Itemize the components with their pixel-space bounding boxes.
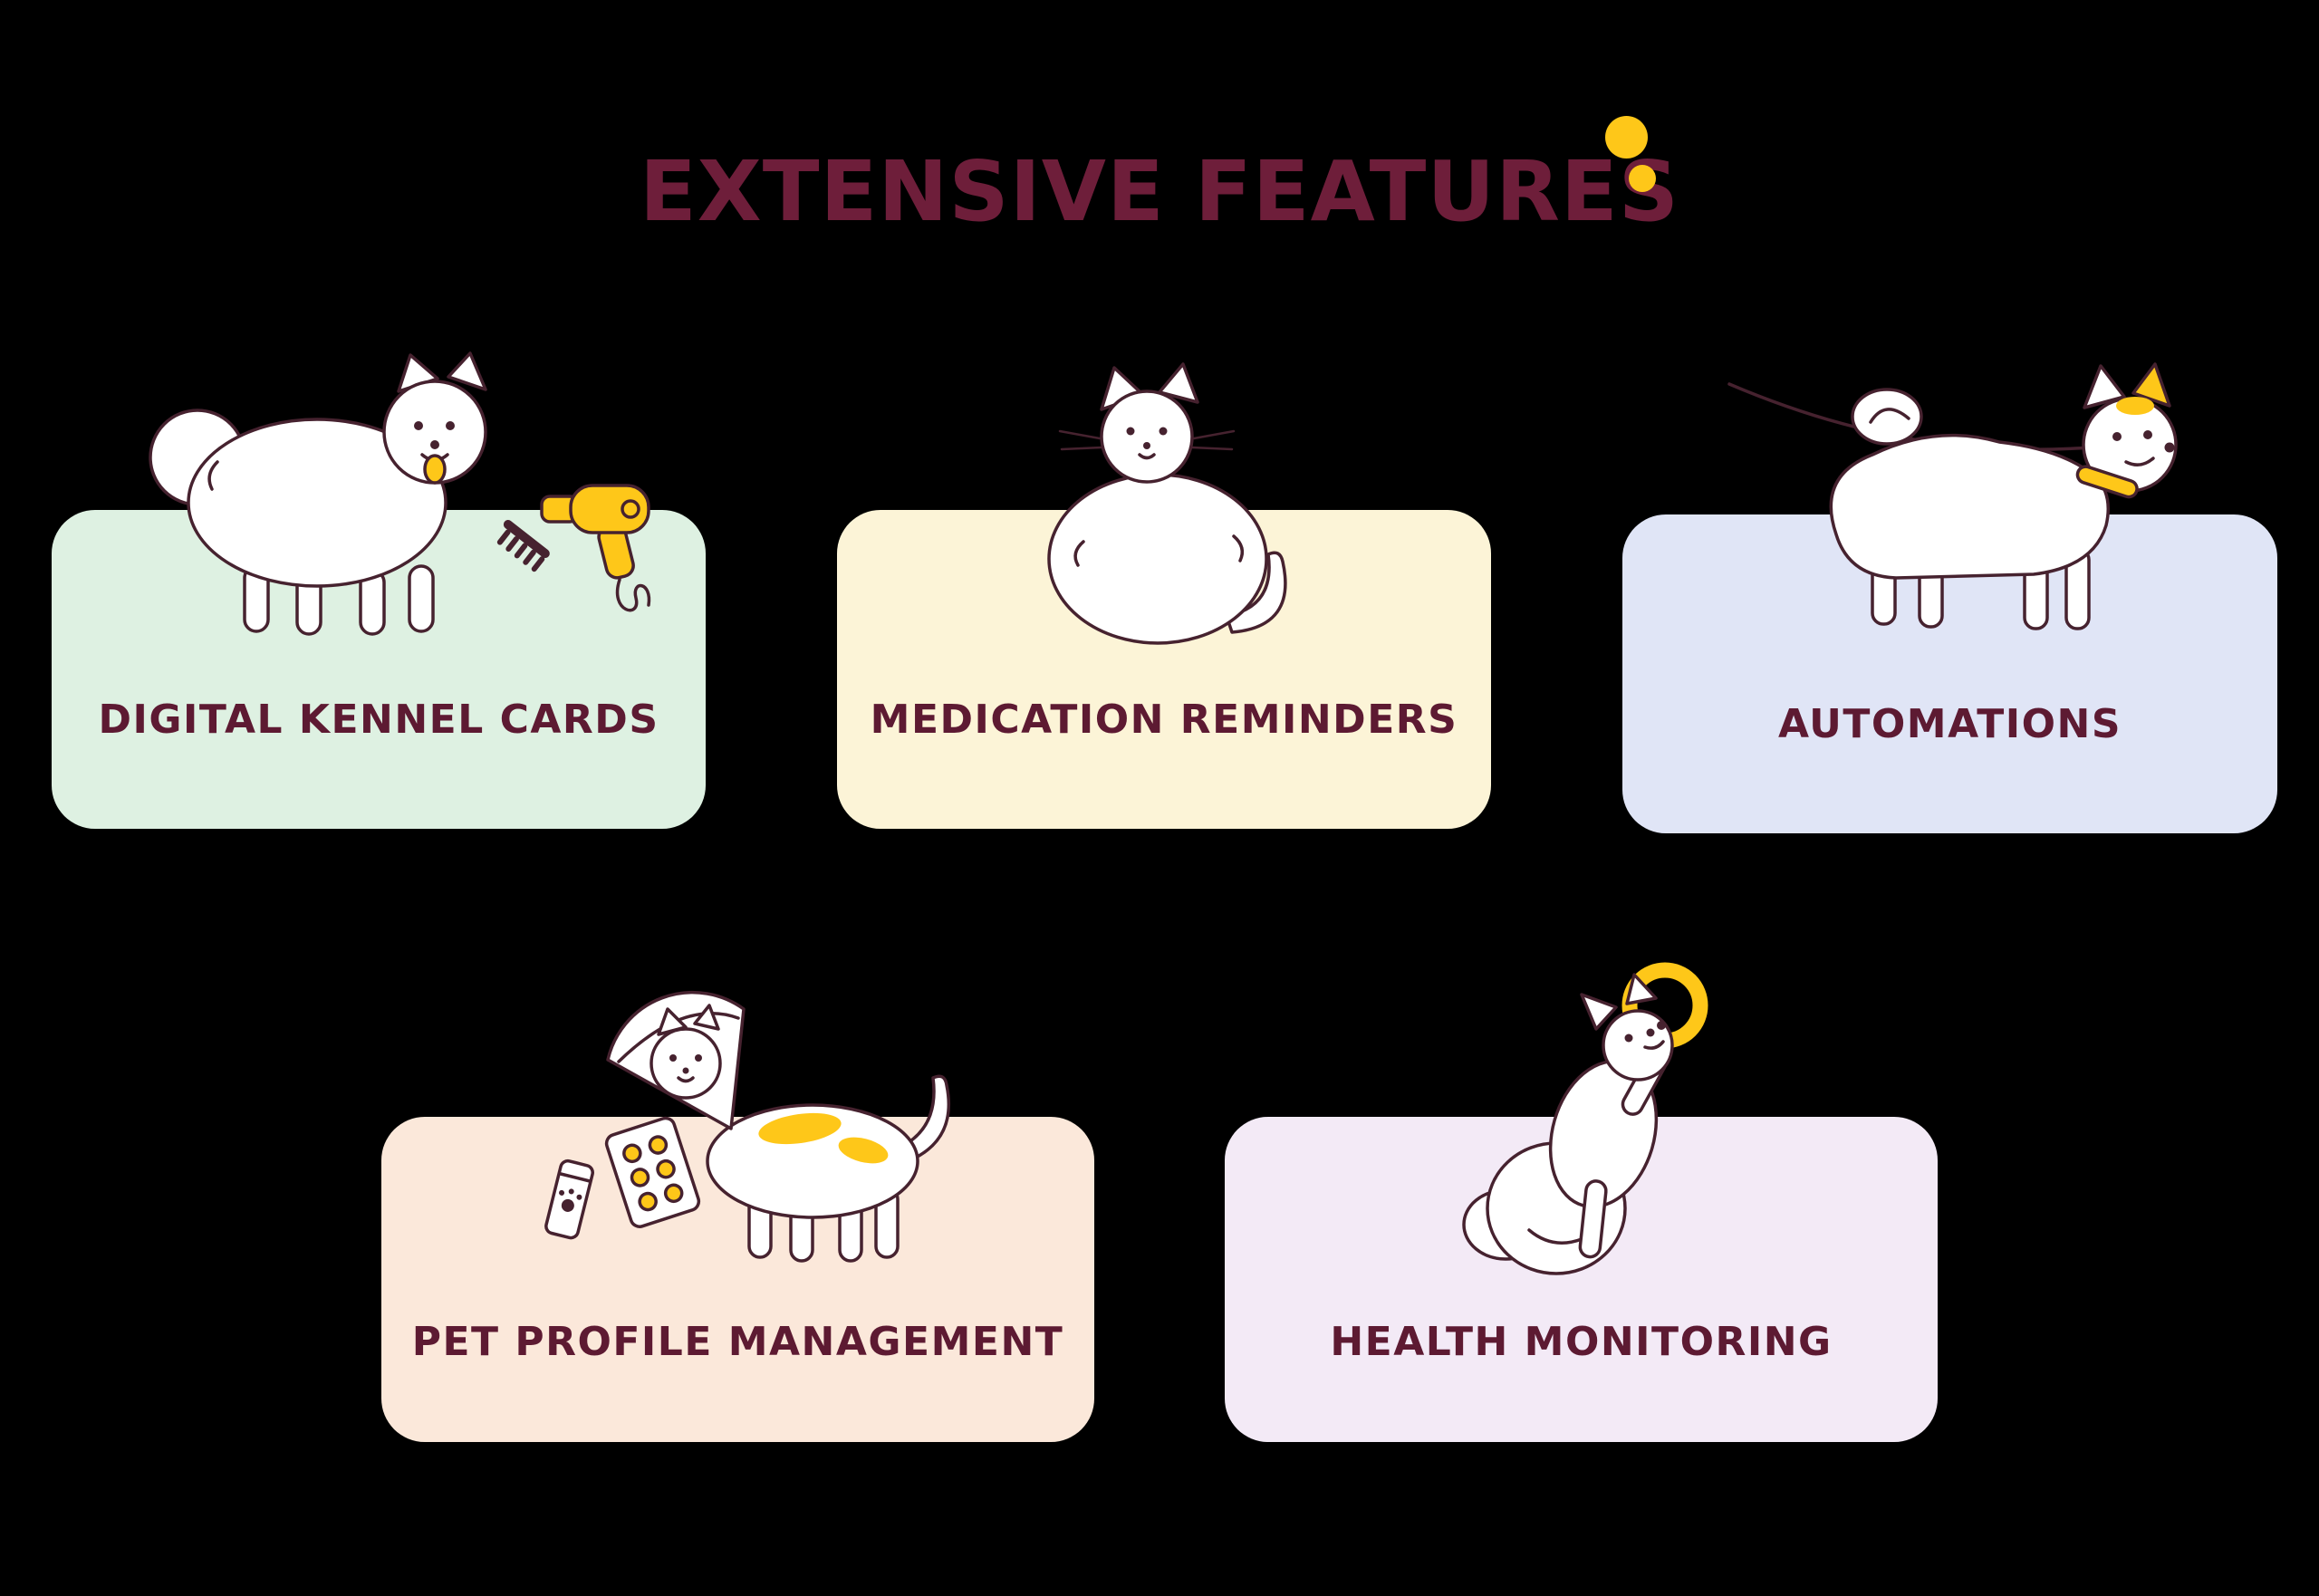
feature-label-automations: AUTOMATIONS [1777,701,2122,747]
collar-icon [2075,465,2139,499]
cat-cone-medicine-illustration [544,990,951,1263]
medicine-tube-icon [544,1159,594,1240]
pill-pack-icon [604,1116,701,1228]
comb-icon [496,520,550,572]
feature-card-pet-profile-management: PET PROFILE MANAGEMENT [381,1117,1094,1442]
white-cat-icon [1047,362,1287,645]
leashed-dog-icon [1829,362,2178,630]
cone-cat-icon [606,990,951,1263]
cat-sitting-illustration [1047,362,1287,645]
dog-catching-ring-illustration [1462,962,1708,1275]
feature-label-health-monitoring: HEALTH MONITORING [1330,1319,1833,1365]
hair-dryer-icon [540,484,651,612]
feature-label-medication-reminders: MEDICATION REMINDERS [870,697,1458,743]
jumping-dog-icon [1462,973,1674,1275]
feature-label-digital-kennel-cards: DIGITAL KENNEL CARDS [98,697,659,743]
fluffy-dog-icon [149,351,487,636]
dog-grooming-illustration [149,351,651,636]
feature-card-medication-reminders: MEDICATION REMINDERS [837,510,1491,829]
accent-dot-small-icon [1629,165,1656,192]
accent-dot-large-icon [1605,116,1648,159]
feature-label-pet-profile-management: PET PROFILE MANAGEMENT [411,1319,1064,1365]
dog-on-leash-illustration [1727,362,2178,630]
page-title: EXTENSIVE FEATURES [639,143,1680,240]
